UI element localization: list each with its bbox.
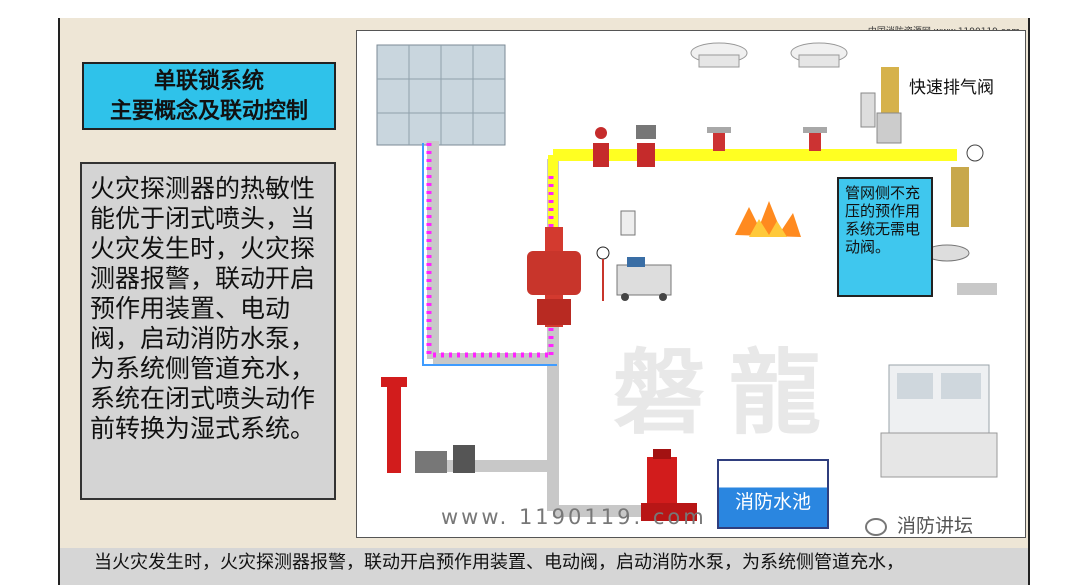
water-tank-icon <box>376 44 506 146</box>
electric-valve-icon <box>636 125 656 167</box>
fire-flame-icon <box>735 201 801 237</box>
flow-dots <box>426 143 554 358</box>
watermark-logo: 磐龍 <box>613 340 846 447</box>
sprinkler-icon-2 <box>803 127 827 151</box>
description-box: 火灾探测器的热敏性能优于闭式喷头，当火灾发生时，火灾探测器报警，联动开启预作用装… <box>80 162 336 500</box>
system-diagram: 磐龍 快速排气阀 管网侧不充压的预作用系统无需电动阀。 消防水池 www. 11… <box>356 30 1026 538</box>
note-box: 管网侧不充压的预作用系统无需电动阀。 <box>837 177 933 297</box>
watermark-url: www. 1190119. com <box>441 505 707 529</box>
hydrant-icon <box>381 377 475 473</box>
title-line-1: 单联锁系统 <box>153 69 264 94</box>
wechat-brand: 消防讲坛 <box>865 511 974 537</box>
wechat-label: 消防讲坛 <box>897 515 974 537</box>
quick-exhaust-valve-label: 快速排气阀 <box>909 78 994 98</box>
smoke-detector-icon-2 <box>790 42 848 68</box>
fire-pump-icon <box>641 449 697 521</box>
quick-exhaust-valve-icon <box>860 67 902 144</box>
sprinkler-icon <box>707 127 731 151</box>
caption-bar: 当火灾发生时，火灾探测器报警，联动开启预作用装置、电动阀，启动消防水泵，为系统侧… <box>60 548 1028 585</box>
description-text: 火灾探测器的热敏性能优于闭式喷头，当火灾发生时，火灾探测器报警，联动开启预作用装… <box>90 174 316 443</box>
title-line-2: 主要概念及联动控制 <box>109 99 308 124</box>
air-compressor-icon <box>616 257 672 301</box>
smoke-detector-icon <box>690 42 748 68</box>
title-box: 单联锁系统 主要概念及联动控制 <box>82 62 336 130</box>
slide: 中国消防资源网 www.1190119.com 单联锁系统 主要概念及联动控制 … <box>58 18 1030 585</box>
diagram-svg <box>376 42 998 521</box>
wechat-icon <box>865 517 887 536</box>
preaction-valve-group <box>527 227 610 327</box>
fire-pool: 消防水池 <box>717 459 829 529</box>
signal-valve-icon <box>593 127 609 167</box>
caption-text: 当火灾发生时，火灾探测器报警，联动开启预作用装置、电动阀，启动消防水泵，为系统侧… <box>94 552 904 573</box>
pressure-gauge-icon <box>924 144 984 262</box>
pressure-switch-icon <box>620 210 636 236</box>
fire-pool-label: 消防水池 <box>734 491 811 513</box>
control-cabinet-icon <box>880 364 998 478</box>
